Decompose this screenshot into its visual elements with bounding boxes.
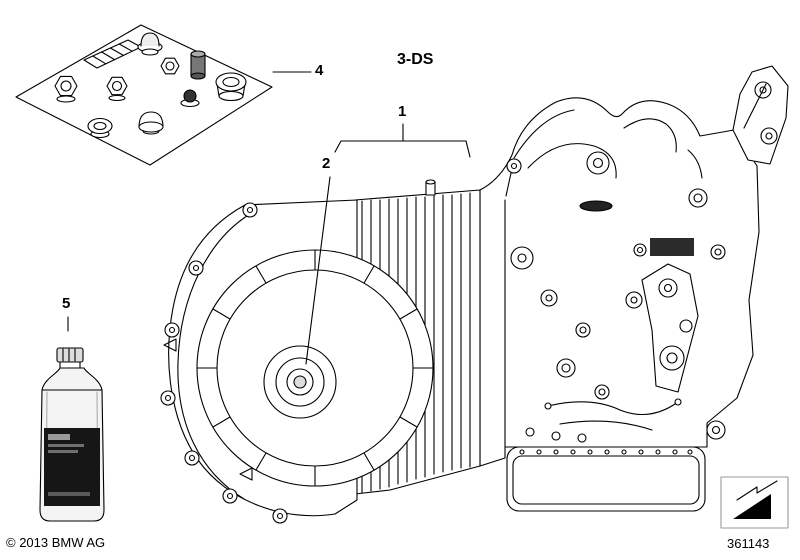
oil-pan	[506, 446, 706, 512]
callout-2[interactable]: 2	[322, 155, 331, 172]
leader-line-2	[305, 176, 331, 365]
plug-tall	[190, 50, 206, 80]
drawing-number: 361143	[727, 536, 770, 551]
direction-arrow-icon	[733, 480, 778, 519]
plug-small	[180, 89, 200, 108]
shift-linkage	[641, 263, 699, 393]
callout-1[interactable]: 1	[398, 103, 407, 120]
direction-indicator	[720, 476, 789, 529]
grommet-large	[215, 72, 247, 102]
fastener-kit-drawing	[15, 24, 273, 166]
torque-converter	[196, 249, 434, 487]
hatched-label-strip	[83, 39, 142, 69]
gearbox-rear-housing	[479, 97, 760, 467]
variant-code-label: 3-DS	[397, 51, 434, 68]
gearbox-mounting-bracket	[732, 65, 789, 165]
grommet-dome	[138, 111, 164, 135]
oil-bottle-drawing	[39, 347, 105, 522]
hex-nut	[106, 76, 128, 102]
callout-leader-lines	[67, 71, 471, 365]
callout-5[interactable]: 5	[62, 295, 71, 312]
copyright-text: © 2013 BMW AG	[6, 535, 106, 550]
transmission-drawing	[160, 65, 789, 524]
id-plate	[650, 238, 694, 256]
cap-nut	[137, 32, 163, 56]
hex-bolt	[54, 75, 78, 103]
grommet-flat	[87, 117, 113, 139]
hex-nut-2	[160, 57, 180, 75]
callout-4[interactable]: 4	[315, 62, 324, 79]
